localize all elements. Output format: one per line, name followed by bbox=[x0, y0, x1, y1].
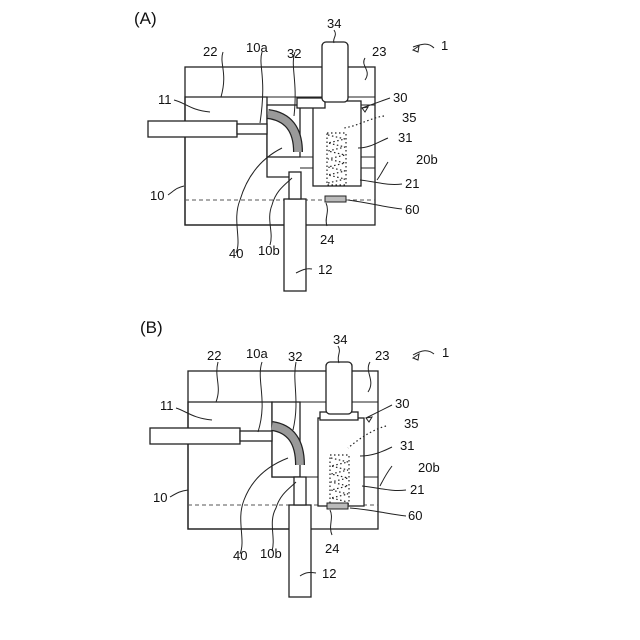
label-60: 60 bbox=[405, 202, 419, 217]
label-32: 32 bbox=[287, 46, 301, 61]
label-10a: 10a bbox=[246, 346, 268, 361]
inlet-pipe bbox=[148, 121, 237, 137]
label-10a: 10a bbox=[246, 40, 268, 55]
label-12: 12 bbox=[318, 262, 332, 277]
label-40: 40 bbox=[229, 246, 243, 261]
label-24: 24 bbox=[325, 541, 339, 556]
label-35: 35 bbox=[402, 110, 416, 125]
inlet-pipe bbox=[150, 428, 240, 444]
label-22: 22 bbox=[207, 348, 221, 363]
label-60: 60 bbox=[408, 508, 422, 523]
label-34: 34 bbox=[327, 16, 341, 31]
label-31: 31 bbox=[398, 130, 412, 145]
label-12: 12 bbox=[322, 566, 336, 581]
panel-label-b: (B) bbox=[140, 318, 163, 337]
label-31: 31 bbox=[400, 438, 414, 453]
label-10: 10 bbox=[153, 490, 167, 505]
label-11: 11 bbox=[158, 92, 172, 107]
label-23: 23 bbox=[372, 44, 386, 59]
label-10: 10 bbox=[150, 188, 164, 203]
panel-a: (A) bbox=[134, 9, 448, 291]
label-23: 23 bbox=[375, 348, 389, 363]
label-21: 21 bbox=[410, 482, 424, 497]
label-1: 1 bbox=[441, 38, 448, 53]
outlet-pipe bbox=[284, 199, 306, 291]
label-30: 30 bbox=[393, 90, 407, 105]
label-22: 22 bbox=[203, 44, 217, 59]
label-20b: 20b bbox=[418, 460, 440, 475]
actuator-body bbox=[318, 418, 364, 506]
label-34: 34 bbox=[333, 332, 347, 347]
label-24: 24 bbox=[320, 232, 334, 247]
panel-label-a: (A) bbox=[134, 9, 157, 28]
label-10b: 10b bbox=[258, 243, 280, 258]
label-35: 35 bbox=[404, 416, 418, 431]
label-30: 30 bbox=[395, 396, 409, 411]
outlet-pipe bbox=[289, 505, 311, 597]
label-21: 21 bbox=[405, 176, 419, 191]
actuator-rod bbox=[322, 42, 348, 102]
label-32: 32 bbox=[288, 349, 302, 364]
label-11: 11 bbox=[160, 398, 174, 413]
panel-b: (B) bbox=[140, 318, 449, 597]
label-40: 40 bbox=[233, 548, 247, 563]
label-1: 1 bbox=[442, 345, 449, 360]
label-10b: 10b bbox=[260, 546, 282, 561]
label-20b: 20b bbox=[416, 152, 438, 167]
actuator-rod bbox=[326, 362, 352, 414]
